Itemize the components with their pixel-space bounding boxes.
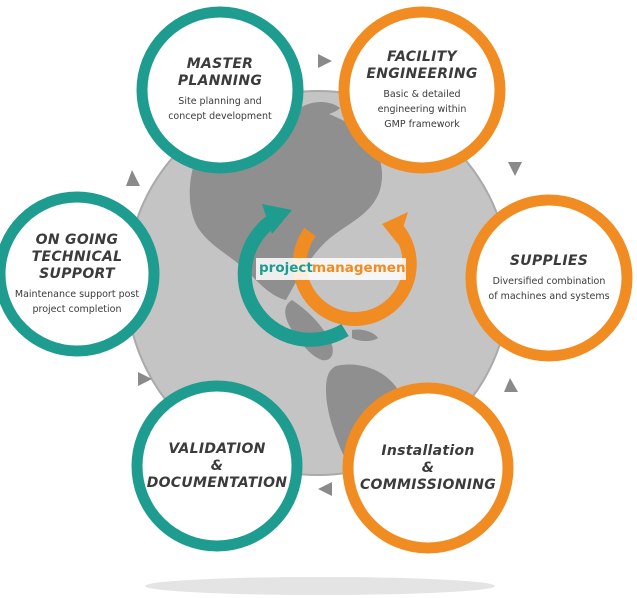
title-line: VALIDATION — [168, 440, 266, 457]
node-description: Site planning and concept development — [168, 94, 272, 124]
center-label-band — [256, 258, 406, 280]
center-cycle — [237, 204, 417, 347]
center-orange-arrowhead — [382, 212, 408, 244]
desc-line: of machines and systems — [488, 290, 610, 302]
title-line: SUPPLIES — [509, 252, 589, 269]
desc-line: engineering within — [377, 103, 467, 115]
node-master-planning: MASTER PLANNING Site planning and concep… — [150, 42, 290, 138]
desc-line: Maintenance support post — [14, 288, 140, 300]
landmass-caribbean — [352, 329, 378, 341]
desc-line: Basic & detailed — [383, 88, 461, 100]
node-facility-engineering: FACILITY ENGINEERING Basic & detailed en… — [352, 34, 492, 146]
ring-validation-documentation — [131, 380, 303, 552]
title-line: SUPPORT — [39, 265, 115, 282]
node-description: Maintenance support post project complet… — [15, 287, 139, 317]
desc-line: project completion — [32, 303, 122, 315]
ring-ongoing-technical-support — [0, 191, 160, 357]
node-title: SUPPLIES — [510, 253, 588, 270]
title-line: & — [421, 459, 435, 476]
arrow-support-to-master — [126, 170, 140, 186]
node-title: ON GOING TECHNICAL SUPPORT — [32, 232, 123, 283]
title-line: TECHNICAL — [31, 248, 123, 265]
title-line: DOCUMENTATION — [146, 474, 288, 491]
node-rings — [0, 6, 633, 554]
node-validation-documentation: VALIDATION & DOCUMENTATION — [145, 426, 289, 506]
title-line: COMMISSIONING — [359, 476, 497, 493]
title-line: & — [210, 457, 224, 474]
desc-line: Site planning and — [178, 96, 262, 107]
center-label-project: project — [259, 260, 313, 276]
ring-supplies — [465, 194, 633, 362]
arrow-facility-to-supplies — [508, 162, 522, 176]
title-line: FACILITY — [387, 48, 457, 65]
arrow-master-to-facility — [318, 54, 332, 68]
desc-line: concept development — [168, 111, 272, 122]
title-line: MASTER — [186, 56, 254, 72]
flow-arrows — [126, 54, 522, 496]
ring-facility-engineering — [338, 6, 506, 174]
node-ongoing-technical-support: ON GOING TECHNICAL SUPPORT Maintenance s… — [7, 226, 147, 322]
ring-master-planning — [136, 6, 304, 174]
center-teal-arrowhead — [262, 204, 292, 234]
ring-installation-commissioning — [342, 382, 514, 554]
node-description: Diversified combination of machines and … — [488, 274, 609, 304]
title-line: PLANNING — [177, 73, 263, 89]
node-installation-commissioning: Installation & COMMISSIONING — [358, 428, 498, 508]
node-supplies: SUPPLIES Diversified combination of mach… — [476, 240, 622, 316]
node-title: MASTER PLANNING — [178, 56, 262, 90]
arrow-supplies-to-installation — [504, 378, 518, 392]
title-line: ON GOING — [35, 231, 119, 248]
desc-line: GMP framework — [384, 118, 460, 130]
title-line: ENGINEERING — [366, 65, 478, 82]
node-title: Installation & COMMISSIONING — [360, 443, 496, 494]
center-teal-ring — [237, 212, 349, 347]
node-description: Basic & detailed engineering within GMP … — [378, 87, 467, 132]
ground-shadow — [145, 577, 495, 595]
node-title: FACILITY ENGINEERING — [366, 49, 477, 83]
center-label-management: management — [312, 260, 413, 276]
arrow-validation-to-support — [138, 372, 152, 386]
landmass-arctic-islands — [300, 102, 340, 116]
title-line: Installation — [381, 442, 475, 459]
arrow-installation-to-validation — [318, 482, 332, 496]
node-title: VALIDATION & DOCUMENTATION — [147, 441, 288, 492]
desc-line: Diversified combination — [492, 275, 606, 287]
